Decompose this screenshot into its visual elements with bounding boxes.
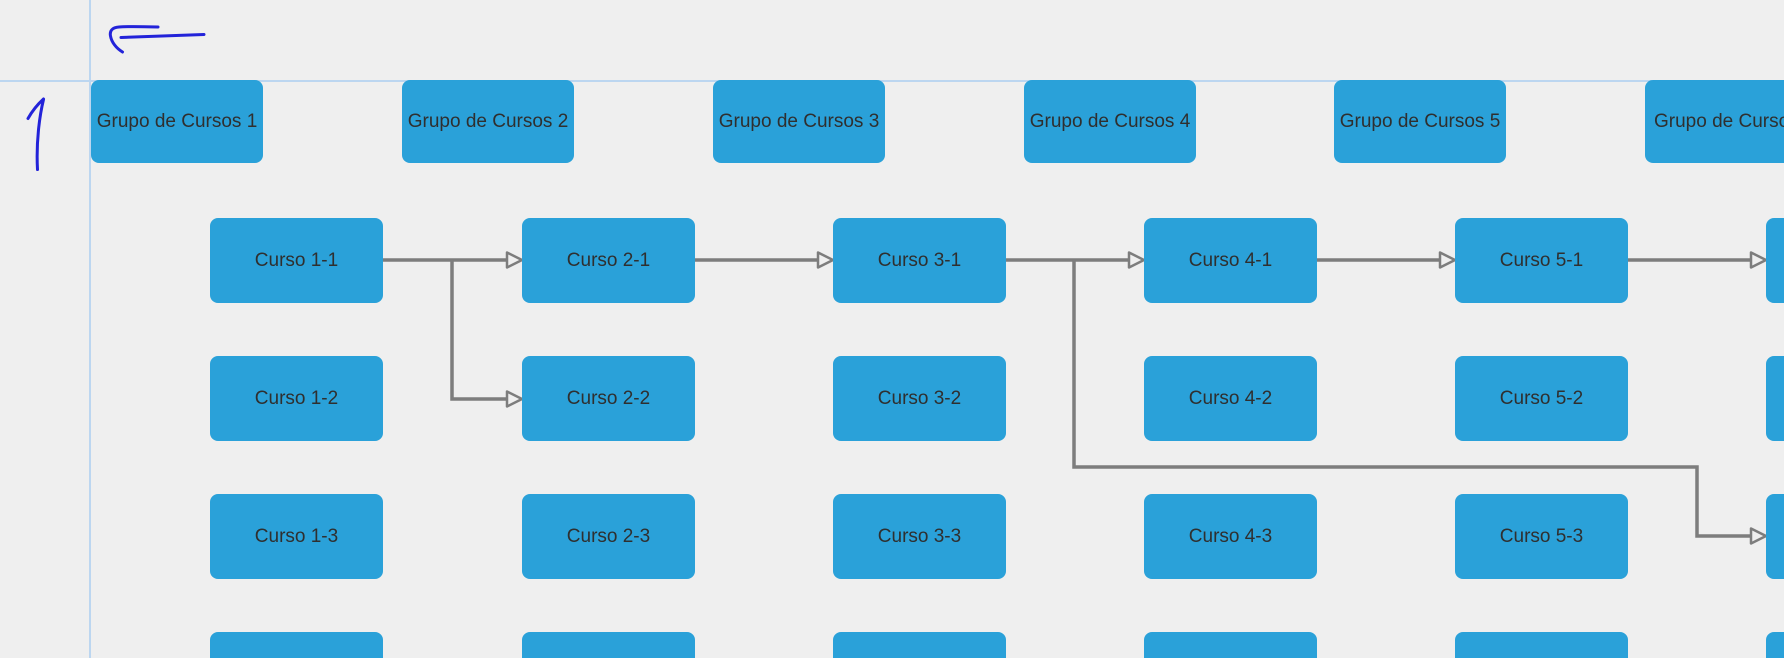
course-node-3-1[interactable]: Curso 3-1 — [833, 218, 1006, 303]
connector-curso3-1-to-column6-row3[interactable] — [1072, 260, 1768, 545]
ink-left-arrow-annotation — [108, 25, 206, 54]
arrowhead-icon — [1749, 527, 1768, 545]
group-node-5[interactable]: Grupo de Cursos 5 — [1334, 80, 1506, 163]
group-node-6[interactable]: Grupo de Curso — [1645, 80, 1784, 163]
arrowhead-icon — [1749, 251, 1768, 269]
course-node-6-1[interactable] — [1766, 218, 1784, 303]
course-node-4-4[interactable] — [1144, 632, 1317, 658]
connector-curso4-1-to-curso5-1[interactable] — [1317, 251, 1457, 269]
arrowhead-icon — [1438, 251, 1457, 269]
course-node-1-3[interactable]: Curso 1-3 — [210, 494, 383, 579]
course-node-2-4[interactable] — [522, 632, 695, 658]
connector-curso2-1-to-curso3-1[interactable] — [695, 251, 835, 269]
course-node-5-1[interactable]: Curso 5-1 — [1455, 218, 1628, 303]
course-node-6-4[interactable] — [1766, 632, 1784, 658]
course-node-2-1[interactable]: Curso 2-1 — [522, 218, 695, 303]
arrowhead-icon — [1127, 251, 1146, 269]
course-node-5-4[interactable] — [1455, 632, 1628, 658]
course-node-2-3[interactable]: Curso 2-3 — [522, 494, 695, 579]
course-node-6-2[interactable] — [1766, 356, 1784, 441]
ink-up-arrow-annotation — [26, 97, 45, 171]
arrowhead-icon — [505, 390, 524, 408]
connector-curso1-1-to-curso2-2[interactable] — [450, 260, 524, 408]
course-node-4-2[interactable]: Curso 4-2 — [1144, 356, 1317, 441]
group-node-3[interactable]: Grupo de Cursos 3 — [713, 80, 885, 163]
group-node-1[interactable]: Grupo de Cursos 1 — [91, 80, 263, 163]
course-node-4-1[interactable]: Curso 4-1 — [1144, 218, 1317, 303]
course-node-3-3[interactable]: Curso 3-3 — [833, 494, 1006, 579]
group-node-4[interactable]: Grupo de Cursos 4 — [1024, 80, 1196, 163]
course-node-6-3[interactable] — [1766, 494, 1784, 579]
course-node-4-3[interactable]: Curso 4-3 — [1144, 494, 1317, 579]
course-node-5-3[interactable]: Curso 5-3 — [1455, 494, 1628, 579]
course-node-1-4[interactable] — [210, 632, 383, 658]
course-node-5-2[interactable]: Curso 5-2 — [1455, 356, 1628, 441]
course-node-3-2[interactable]: Curso 3-2 — [833, 356, 1006, 441]
course-node-3-4[interactable] — [833, 632, 1006, 658]
course-node-2-2[interactable]: Curso 2-2 — [522, 356, 695, 441]
arrowhead-icon — [816, 251, 835, 269]
connector-curso1-1-to-curso2-1[interactable] — [383, 251, 524, 269]
arrowhead-icon — [505, 251, 524, 269]
connector-curso5-1-to-column6-row1[interactable] — [1628, 251, 1768, 269]
course-node-1-1[interactable]: Curso 1-1 — [210, 218, 383, 303]
course-node-1-2[interactable]: Curso 1-2 — [210, 356, 383, 441]
connector-curso3-1-to-curso4-1[interactable] — [1006, 251, 1146, 269]
group-node-2[interactable]: Grupo de Cursos 2 — [402, 80, 574, 163]
